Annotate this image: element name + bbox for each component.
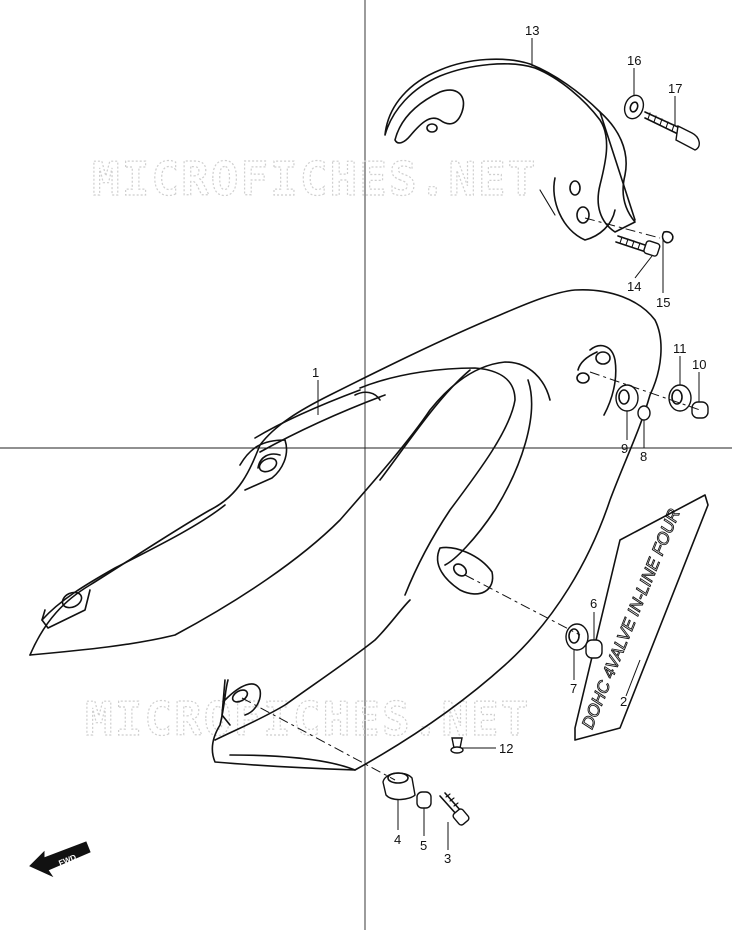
leader-lines	[317, 38, 700, 850]
washer-16-part	[623, 94, 645, 120]
callout-5: 5	[420, 838, 427, 853]
callout-3: 3	[444, 851, 451, 866]
collar-8-part	[637, 405, 651, 421]
callout-14: 14	[627, 279, 641, 294]
grommet-7-part	[565, 623, 589, 651]
grommet-4-part	[382, 772, 416, 801]
alignment-line-right	[589, 371, 701, 411]
grab-rail-part	[384, 58, 636, 241]
grommet-11-part	[668, 384, 692, 412]
bolt-3-part	[439, 792, 470, 826]
callout-4: 4	[394, 832, 401, 847]
alignment-line-lower	[241, 697, 396, 781]
callout-17: 17	[668, 81, 682, 96]
alignment-line-middle	[464, 574, 581, 636]
collar-10-part	[691, 401, 709, 419]
screw-12-part	[450, 737, 464, 754]
bolt-14-part	[615, 235, 661, 257]
callout-1: 1	[312, 365, 319, 380]
callout-7: 7	[570, 681, 577, 696]
alignment-line-upper	[584, 217, 661, 239]
callout-9: 9	[621, 441, 628, 456]
seat-tail-cover-part	[29, 289, 662, 771]
callout-13: 13	[525, 23, 539, 38]
collar-6-part	[585, 639, 603, 659]
callout-8: 8	[640, 449, 647, 464]
watermark-top: MICROFICHES.NET	[92, 152, 537, 206]
bolt-17-part	[644, 111, 700, 151]
collar-5-part	[416, 791, 432, 809]
callout-16: 16	[627, 53, 641, 68]
callout-2: 2	[620, 694, 627, 709]
fwd-arrow-icon: FWD	[29, 841, 91, 878]
callout-12: 12	[499, 741, 513, 756]
grommet-9-part	[615, 384, 639, 412]
callout-11: 11	[673, 341, 687, 356]
callout-6: 6	[590, 596, 597, 611]
callout-15: 15	[656, 295, 670, 310]
decal-part: DOHC 4VALVE IN-LINE FOUR	[574, 494, 709, 741]
clip-15-part	[661, 230, 674, 244]
callout-10: 10	[692, 357, 706, 372]
